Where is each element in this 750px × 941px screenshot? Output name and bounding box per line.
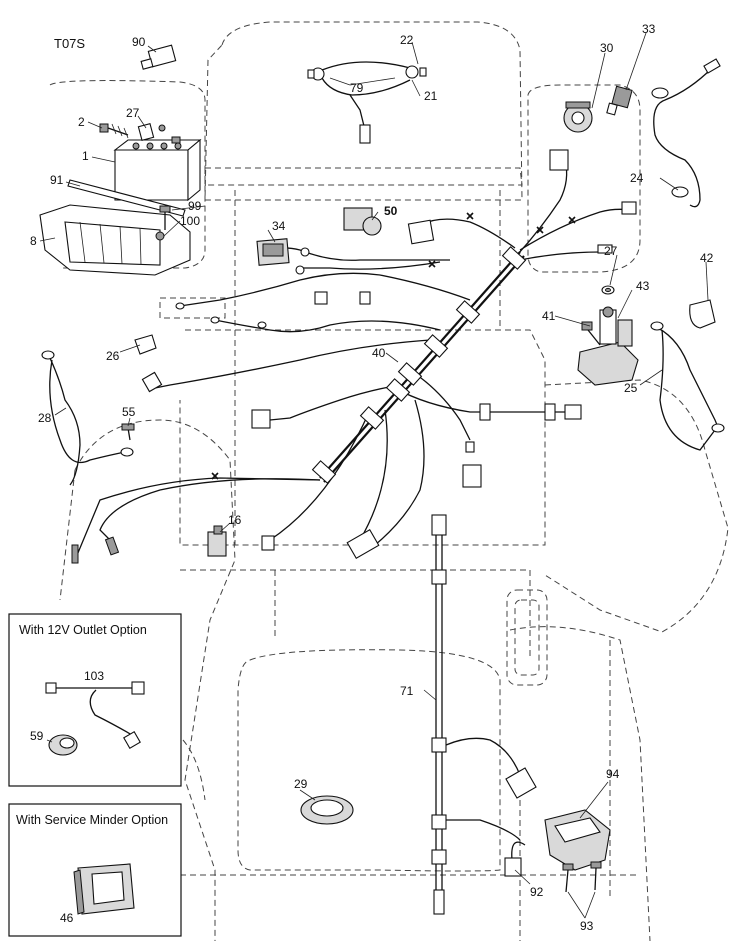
part-26-clip [134, 334, 157, 355]
part-label-92: 92 [530, 885, 544, 899]
part-label-27-top: 27 [126, 106, 140, 120]
part-label-29: 29 [294, 777, 308, 791]
part-label-30: 30 [600, 41, 614, 55]
part-label-26: 26 [106, 349, 120, 363]
part-label-34: 34 [272, 219, 286, 233]
part-1-battery [113, 136, 202, 202]
part-label-91: 91 [50, 173, 64, 187]
part-label-2: 2 [78, 115, 85, 129]
part-28-cable [41, 350, 134, 486]
part-label-71: 71 [400, 684, 414, 698]
part-93-screws [562, 861, 602, 893]
part-29-grommet [300, 795, 354, 825]
main-harness-40 [74, 149, 637, 689]
part-label-79: 79 [350, 81, 364, 95]
option-box-service-minder: With Service Minder Option 46 [8, 803, 182, 937]
part-100-nut [155, 231, 165, 241]
part-91-strap [67, 179, 186, 217]
part-label-33: 33 [642, 22, 656, 36]
part-label-103: 103 [84, 669, 104, 683]
part-label-40: 40 [372, 346, 386, 360]
part-8-battery-tray [39, 204, 191, 276]
part-55-screw [121, 423, 135, 441]
part-99-bolt [159, 205, 171, 230]
part-label-46: 46 [60, 911, 74, 925]
part-21-headlight-harness [307, 61, 427, 144]
part-label-99: 99 [188, 199, 202, 213]
part-label-24: 24 [630, 171, 644, 185]
part-label-55: 55 [122, 405, 136, 419]
part-43-solenoid [577, 306, 639, 386]
part-label-1: 1 [82, 149, 89, 163]
part-label-25: 25 [624, 381, 638, 395]
part-33-ignition-key [606, 85, 633, 116]
part-ground-leads [71, 536, 120, 564]
option-box-12v-outlet: With 12V Outlet Option 103 59 [8, 613, 182, 787]
part-label-21: 21 [424, 89, 438, 103]
part-94-module [544, 809, 611, 871]
part-label-94: 94 [606, 767, 620, 781]
part-30-ignition-switch [563, 101, 593, 133]
harness-71 [431, 514, 537, 915]
part-2-bolt [99, 123, 129, 139]
part-42-terminal-boot [689, 299, 716, 329]
part-90-plunger-switch [140, 44, 177, 70]
part-label-16: 16 [228, 513, 242, 527]
part-27-terminal [137, 123, 166, 141]
part-labels: T07S 90 22 79 21 30 33 2 27 1 91 99 100 … [30, 22, 714, 933]
diagram-code: T07S [54, 36, 85, 51]
part-27-nut [601, 285, 615, 295]
part-50-switch [343, 207, 435, 245]
part-16-relay [207, 525, 227, 557]
part-label-8: 8 [30, 234, 37, 248]
part-label-28: 28 [38, 411, 52, 425]
option-box-title: With 12V Outlet Option [19, 623, 147, 637]
part-label-93: 93 [580, 919, 594, 933]
part-34-switch [256, 238, 290, 266]
part-label-90: 90 [132, 35, 146, 49]
option-box-title: With Service Minder Option [16, 813, 168, 827]
part-24-cable [651, 58, 721, 208]
part-25-cable [650, 321, 725, 451]
part-label-50: 50 [384, 204, 398, 218]
part-label-43: 43 [636, 279, 650, 293]
part-label-59: 59 [30, 729, 44, 743]
part-92-connector [504, 841, 526, 877]
part-label-41: 41 [542, 309, 556, 323]
part-label-42: 42 [700, 251, 714, 265]
part-label-27-right: 27 [604, 244, 618, 258]
part-41-screw [581, 321, 601, 346]
part-label-22: 22 [400, 33, 414, 47]
part-label-100: 100 [180, 214, 200, 228]
chassis-outlines [49, 21, 729, 941]
